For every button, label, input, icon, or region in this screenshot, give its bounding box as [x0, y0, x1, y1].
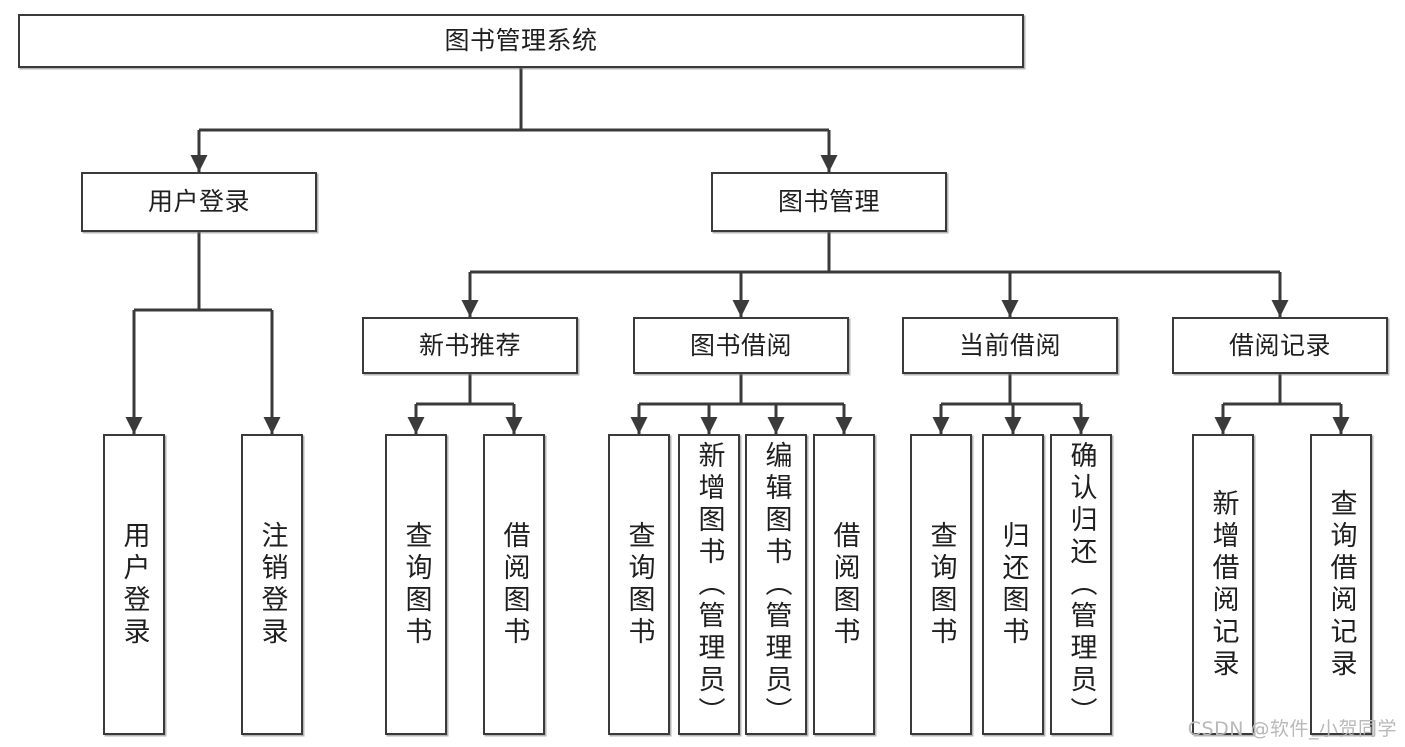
edge-arrowhead [190, 155, 208, 172]
edge-arrowhead [630, 417, 648, 434]
csdn-watermark: CSDN @软件_小贺同学 [1187, 718, 1397, 740]
node-label: 查询借阅记录 [1325, 488, 1357, 681]
edge-arrowhead [1001, 300, 1019, 317]
node-label: 用户登录 [118, 520, 150, 649]
node-book-borrow[interactable]: 图书借阅 [633, 317, 849, 374]
edge-arrowhead [407, 417, 425, 434]
node-leaf-confirm-return[interactable]: 确认归还（管理员） [1050, 434, 1112, 735]
edge-arrowhead [820, 155, 838, 172]
node-label: 查询图书 [623, 520, 655, 649]
node-leaf-user-login[interactable]: 用户登录 [103, 434, 165, 735]
edge-arrowhead [505, 417, 523, 434]
node-leaf-add-record[interactable]: 新增借阅记录 [1192, 434, 1254, 735]
node-leaf-edit-book[interactable]: 编辑图书（管理员） [745, 434, 807, 735]
node-borrow-record[interactable]: 借阅记录 [1172, 317, 1388, 374]
node-label: 图书管理系统 [444, 26, 598, 55]
edge-arrowhead [1332, 417, 1350, 434]
node-label: 查询图书 [400, 520, 432, 649]
edge-arrowhead [263, 417, 281, 434]
edge-arrowhead [1214, 417, 1232, 434]
edge-arrowhead [835, 417, 853, 434]
node-label: 用户登录 [147, 187, 250, 216]
node-leaf-logout[interactable]: 注销登录 [241, 434, 303, 735]
node-label: 当前借阅 [958, 330, 1061, 360]
node-label: 新增借阅记录 [1207, 488, 1239, 681]
node-book-manage[interactable]: 图书管理 [711, 172, 947, 232]
node-label: 确认归还（管理员） [1065, 440, 1097, 729]
node-current-borrow[interactable]: 当前借阅 [902, 317, 1118, 374]
node-leaf-borrow-book-2[interactable]: 借阅图书 [813, 434, 875, 735]
edge-arrowhead [1004, 417, 1022, 434]
node-label: 新书推荐 [418, 330, 521, 360]
node-leaf-borrow-book-1[interactable]: 借阅图书 [483, 434, 545, 735]
node-label: 借阅图书 [828, 520, 860, 649]
node-label: 图书借阅 [689, 330, 792, 360]
node-label: 新增图书（管理员） [693, 440, 725, 729]
node-label: 图书管理 [777, 187, 880, 216]
node-new-book-rec[interactable]: 新书推荐 [362, 317, 578, 374]
node-leaf-query-book-3[interactable]: 查询图书 [910, 434, 972, 735]
edge-arrowhead [700, 417, 718, 434]
edge-arrowhead [932, 417, 950, 434]
edge-arrowhead [461, 300, 479, 317]
edge-arrowhead [732, 300, 750, 317]
node-leaf-add-book[interactable]: 新增图书（管理员） [678, 434, 740, 735]
node-leaf-query-record[interactable]: 查询借阅记录 [1310, 434, 1372, 735]
node-leaf-query-book-1[interactable]: 查询图书 [385, 434, 447, 735]
node-label: 查询图书 [925, 520, 957, 649]
node-label: 编辑图书（管理员） [760, 440, 792, 729]
node-root[interactable]: 图书管理系统 [18, 14, 1024, 68]
node-leaf-query-book-2[interactable]: 查询图书 [608, 434, 670, 735]
node-label: 归还图书 [997, 520, 1029, 649]
node-user-login[interactable]: 用户登录 [81, 172, 317, 232]
edge-arrowhead [125, 417, 143, 434]
node-label: 注销登录 [256, 520, 288, 649]
edge-arrowhead [1072, 417, 1090, 434]
edge-arrowhead [1271, 300, 1289, 317]
node-label: 借阅记录 [1228, 330, 1331, 360]
edge-arrowhead [767, 417, 785, 434]
node-label: 借阅图书 [498, 520, 530, 649]
node-leaf-return-book[interactable]: 归还图书 [982, 434, 1044, 735]
